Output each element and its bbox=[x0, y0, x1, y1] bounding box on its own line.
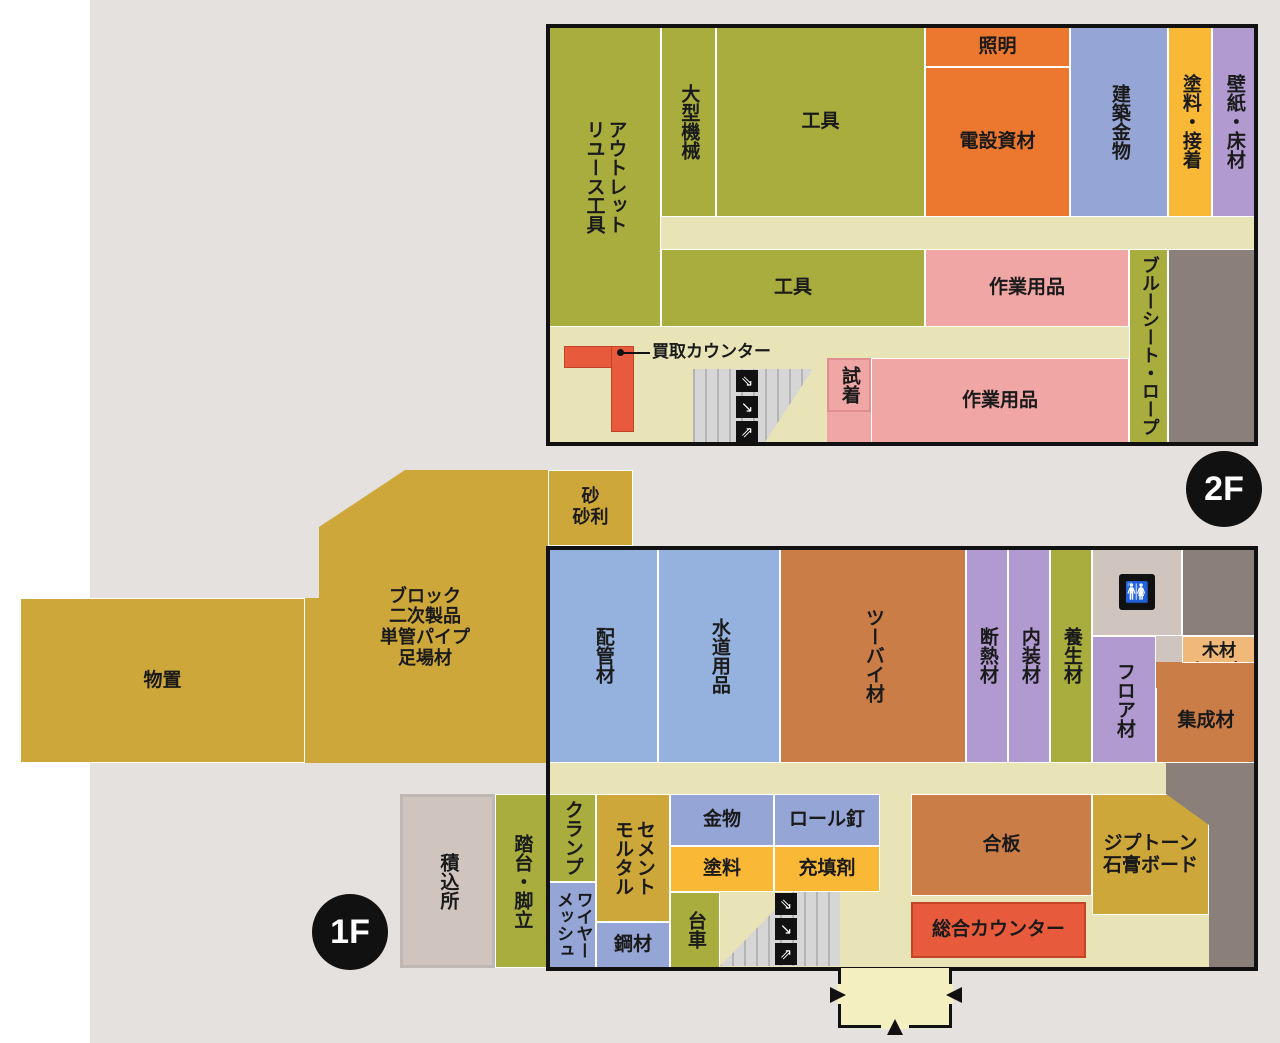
buyback-pointer-line bbox=[620, 352, 650, 354]
zone-work-goods-1[interactable]: 作業用品 bbox=[925, 249, 1129, 327]
zone-2f-backroom bbox=[1168, 249, 1256, 443]
floor-1f-badge: 1F bbox=[312, 894, 388, 970]
zone-restroom[interactable]: 🚻 bbox=[1092, 548, 1182, 636]
entrance-arrow-bottom bbox=[887, 1019, 903, 1035]
zone-gypsum-board[interactable]: ジプトーン 石膏ボード bbox=[1092, 794, 1209, 915]
zone-cement-mortar[interactable]: セメント モルタル bbox=[596, 794, 670, 922]
escalator-icon: ⇗ bbox=[736, 421, 758, 443]
zone-tools-mid[interactable]: 工具 bbox=[661, 249, 925, 327]
zone-interior-materials[interactable]: 内装材 bbox=[1008, 548, 1050, 763]
zone-building-hardware[interactable]: 建築金物 bbox=[1070, 26, 1168, 217]
escalator-icon: ⇘ bbox=[775, 893, 797, 915]
zone-wallpaper-flooring[interactable]: 壁紙・床材 bbox=[1212, 26, 1256, 217]
zone-curing-materials[interactable]: 養生材 bbox=[1050, 548, 1092, 763]
zone-general-counter[interactable]: 総合カウンター bbox=[911, 902, 1086, 958]
zone-flooring[interactable]: フロア材 bbox=[1092, 636, 1156, 763]
zone-filler[interactable]: 充填剤 bbox=[774, 846, 880, 892]
stairs-icon: ↘ bbox=[775, 918, 797, 940]
zone-restroom-corridor bbox=[1156, 636, 1182, 662]
zone-work-goods-2[interactable]: 作業用品 bbox=[871, 358, 1129, 443]
zone-electrical-materials[interactable]: 電設資材 bbox=[925, 67, 1070, 217]
zone-outlet-reuse-tools[interactable]: アウトレット リユース工具 bbox=[548, 26, 661, 327]
stairs-icon: ↘ bbox=[736, 396, 758, 418]
zone-tools-top[interactable]: 工具 bbox=[716, 26, 925, 217]
zone-wire-mesh[interactable]: ワイヤー メッシュ bbox=[548, 882, 596, 968]
zone-lighting[interactable]: 照明 bbox=[925, 26, 1070, 67]
escalator-icon: ⇗ bbox=[775, 943, 797, 965]
zone-fitting-room[interactable]: 試着 bbox=[827, 358, 871, 412]
buyback-pointer-dot bbox=[617, 349, 624, 356]
zone-insulation[interactable]: 断熱材 bbox=[966, 548, 1008, 763]
buyback-counter-shape-leg bbox=[611, 346, 634, 432]
zone-plywood[interactable]: 合板 bbox=[911, 794, 1092, 896]
zone-clamp[interactable]: クランプ bbox=[548, 794, 596, 882]
label-buyback-counter[interactable]: 買取カウンター bbox=[652, 342, 771, 363]
zone-piping[interactable]: 配管材 bbox=[548, 548, 658, 763]
zone-paint-adhesive[interactable]: 塗料・接着 bbox=[1168, 26, 1212, 217]
zone-paint-1f[interactable]: 塗料 bbox=[670, 846, 774, 892]
zone-stepladder[interactable]: 踏台・脚立 bbox=[495, 794, 548, 968]
zone-1f-backroom-top bbox=[1182, 548, 1256, 636]
zone-hardware-1f[interactable]: 金物 bbox=[670, 794, 774, 846]
zone-block-secondary[interactable] bbox=[305, 470, 548, 763]
zone-cart[interactable]: 台車 bbox=[670, 892, 720, 968]
zone-two-by-four[interactable]: ツーバイ材 bbox=[780, 548, 966, 763]
zone-large-machinery[interactable]: 大型機械 bbox=[661, 26, 716, 217]
zone-storage-sheds[interactable]: 物置 bbox=[20, 598, 305, 763]
zone-work-goods-2-lower bbox=[827, 412, 871, 443]
zone-sand-gravel[interactable]: 砂 砂利 bbox=[548, 470, 633, 546]
zone-blue-sheet-rope[interactable]: ブルーシート・ロープ bbox=[1129, 249, 1168, 443]
restroom-icon: 🚻 bbox=[1119, 574, 1155, 610]
label-block-secondary: ブロック 二次製品 単管パイプ 足場材 bbox=[380, 585, 470, 669]
zone-plumbing[interactable]: 水道用品 bbox=[658, 548, 780, 763]
zone-roll-nails[interactable]: ロール釘 bbox=[774, 794, 880, 846]
entrance-arrow-left bbox=[830, 987, 846, 1003]
entrance-arrow-right bbox=[946, 987, 962, 1003]
zone-laminated-top-fill bbox=[1156, 662, 1182, 688]
escalator-icon: ⇘ bbox=[736, 370, 758, 392]
zone-steel[interactable]: 鋼材 bbox=[596, 922, 670, 968]
zone-loading-area[interactable]: 積込所 bbox=[400, 794, 495, 968]
floor-2f-badge: 2F bbox=[1186, 451, 1262, 527]
